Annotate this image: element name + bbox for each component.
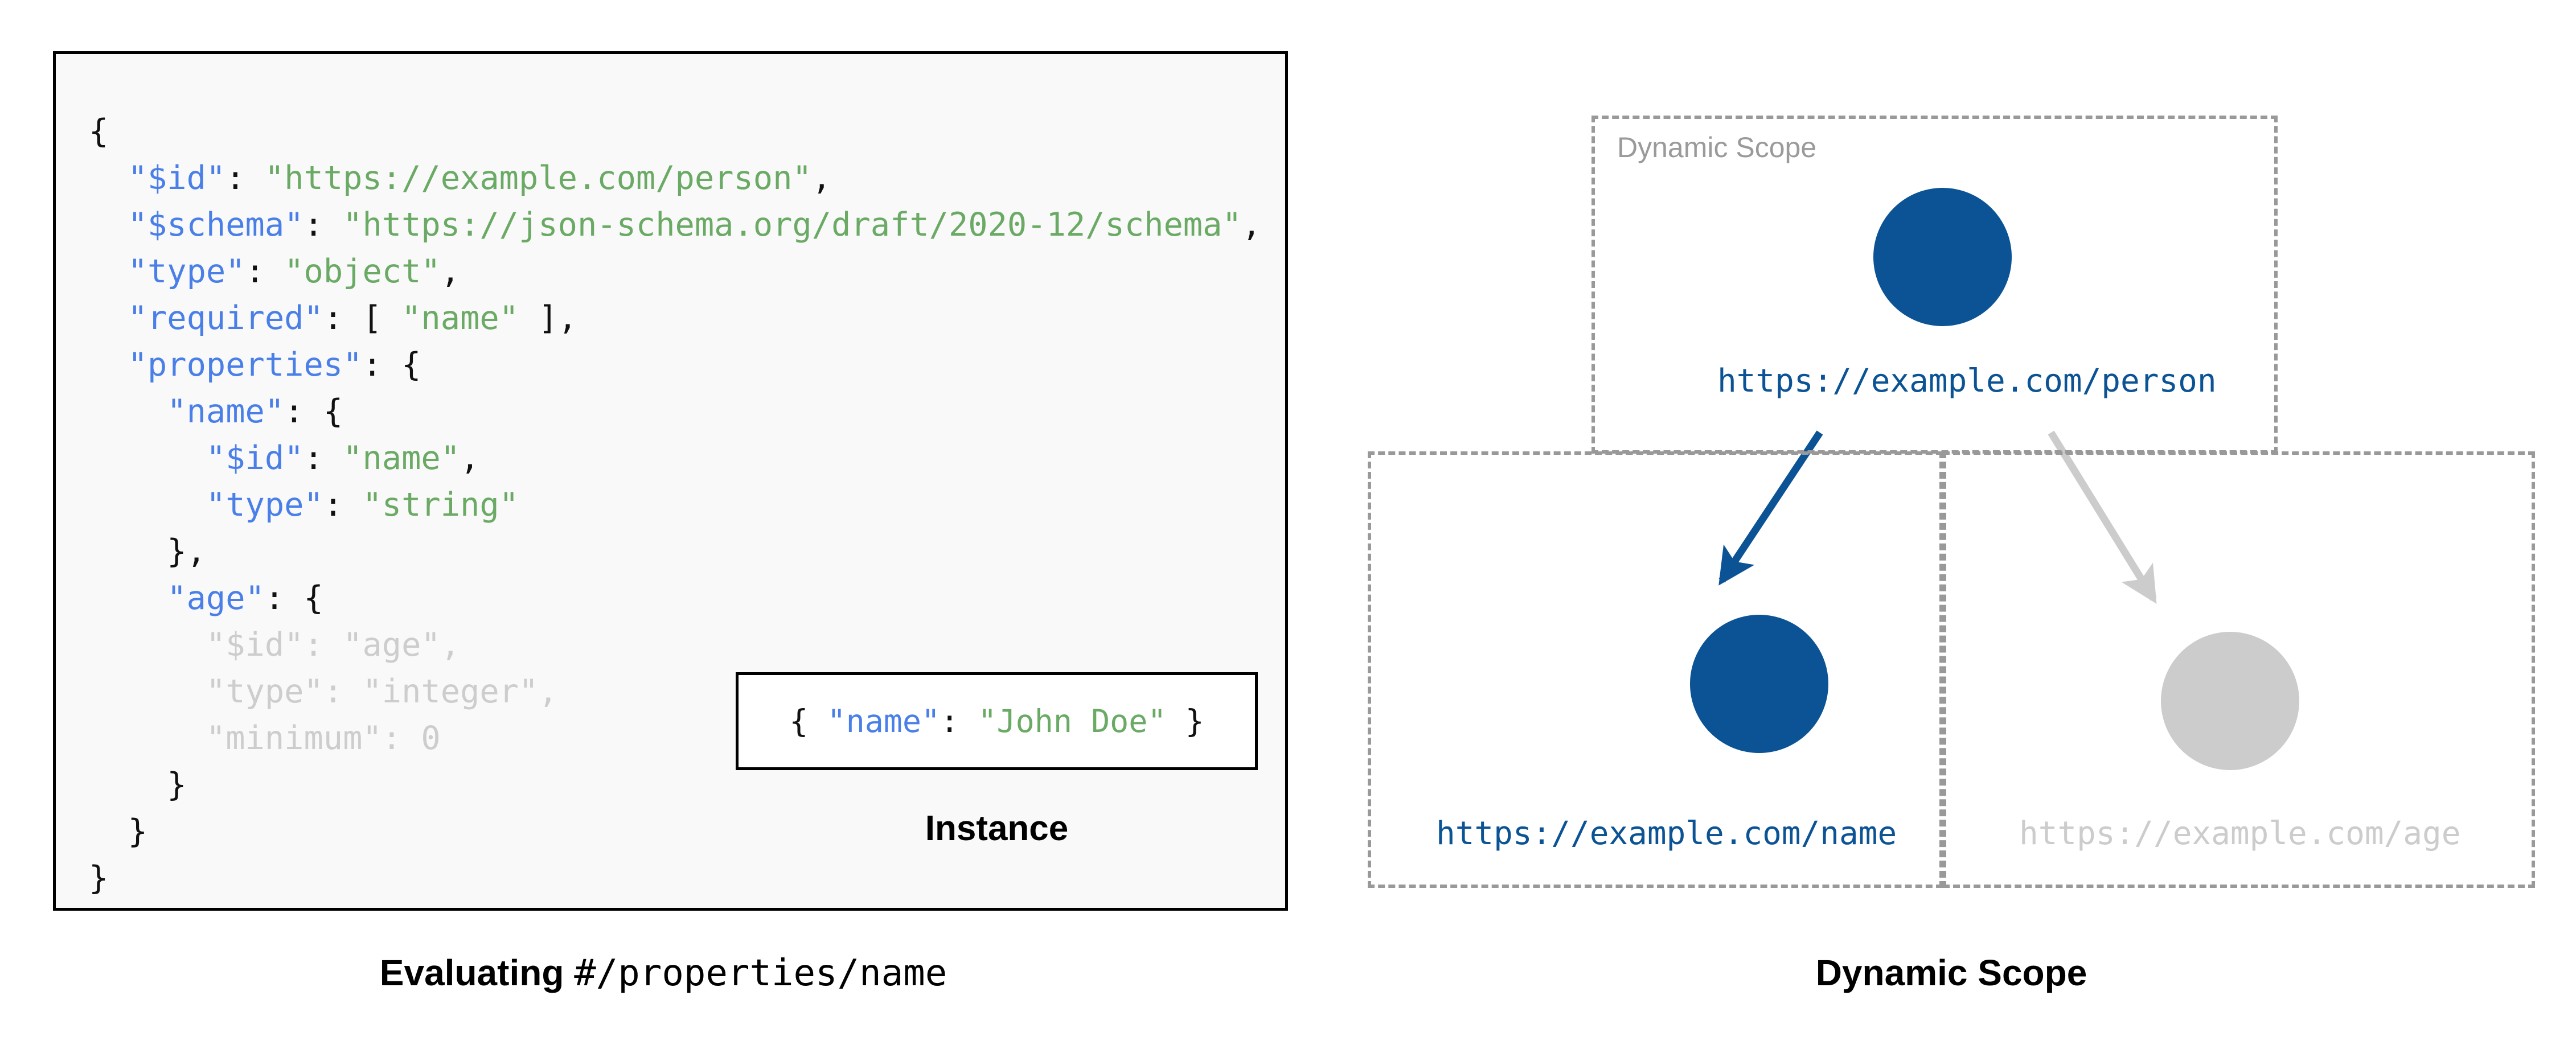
node-circle-name (1690, 615, 1828, 753)
dynamic-scope-caption: Dynamic Scope (1815, 952, 2087, 993)
node-label-person: https://example.com/person (1717, 363, 2217, 400)
schema-code-text: { "$id": "https://example.com/person", "… (89, 113, 1262, 897)
evaluating-caption-bold: Evaluating (379, 952, 575, 993)
node-circle-person (1873, 188, 2012, 326)
node-circle-age (2161, 632, 2299, 770)
node-label-name: https://example.com/name (1436, 815, 1897, 852)
evaluating-caption-pointer: #/properties/name (574, 952, 947, 994)
dynamic-scope-label: Dynamic Scope (1617, 131, 1817, 163)
instance-box: { "name": "John Doe" } (736, 672, 1258, 770)
evaluating-caption: Evaluating #/properties/name (0, 952, 1327, 994)
schema-panel: { "$id": "https://example.com/person", "… (0, 51, 1327, 994)
schema-code-box: { "$id": "https://example.com/person", "… (53, 51, 1288, 911)
instance-caption: Instance (925, 809, 1069, 848)
scope-box-age (1943, 451, 2535, 888)
scope-box-name (1368, 451, 1943, 888)
node-label-age: https://example.com/age (2019, 815, 2461, 852)
instance-code-text: { "name": "John Doe" } (789, 703, 1204, 739)
dynamic-scope-panel: Dynamic Scope https://example.com/person… (1327, 0, 2576, 1053)
